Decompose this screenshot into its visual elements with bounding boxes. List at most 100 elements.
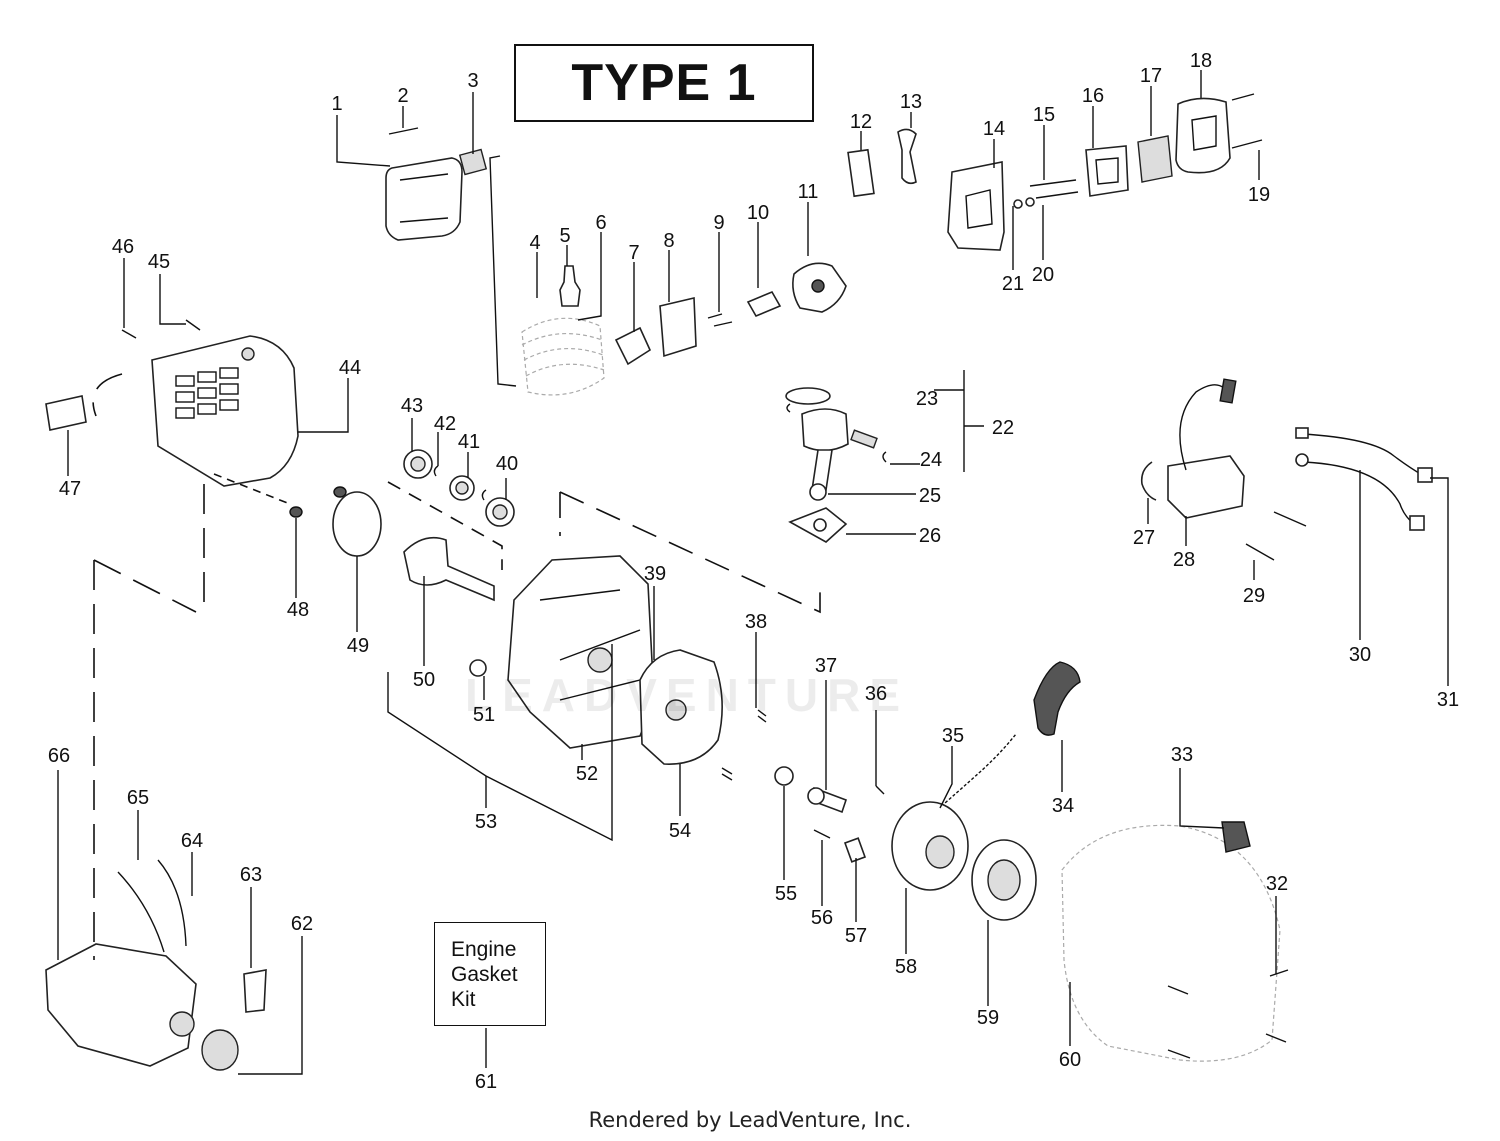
kit-label-line-1: Engine bbox=[451, 938, 517, 961]
callout-57: 57 bbox=[845, 925, 867, 947]
callout-26: 26 bbox=[919, 525, 941, 547]
callout-15: 15 bbox=[1033, 104, 1055, 126]
part-63-fuel-filter bbox=[243, 969, 267, 1013]
part-2-pin bbox=[388, 127, 419, 135]
callout-34: 34 bbox=[1052, 795, 1074, 817]
callout-46: 46 bbox=[112, 236, 134, 258]
callout-63: 63 bbox=[240, 864, 262, 886]
callout-48: 48 bbox=[287, 599, 309, 621]
part-7-gasket bbox=[614, 326, 652, 366]
assembly-dash-lines bbox=[92, 373, 821, 960]
part-24-pin bbox=[850, 429, 878, 449]
part-35-rope bbox=[929, 733, 1017, 817]
part-38-spring bbox=[721, 709, 767, 781]
kit-label-line-3: Kit bbox=[451, 988, 476, 1011]
callout-23: 23 bbox=[916, 388, 938, 410]
part-20-washer bbox=[1025, 197, 1035, 207]
part-48-grommet bbox=[289, 506, 303, 518]
callout-25: 25 bbox=[919, 485, 941, 507]
callout-38: 38 bbox=[745, 611, 767, 633]
callout-42: 42 bbox=[434, 413, 456, 435]
callout-31: 31 bbox=[1437, 689, 1459, 711]
callout-29: 29 bbox=[1243, 585, 1265, 607]
callout-45: 45 bbox=[148, 251, 170, 273]
part-34-handle bbox=[1033, 661, 1081, 736]
part-1-muffler-cover bbox=[385, 157, 463, 241]
part-47-clip bbox=[45, 395, 87, 431]
part-50-crankshaft bbox=[403, 536, 495, 602]
part-64-fuel-line bbox=[157, 859, 187, 947]
part-45-screw bbox=[185, 319, 201, 331]
callout-16: 16 bbox=[1082, 85, 1104, 107]
callout-37: 37 bbox=[815, 655, 837, 677]
part-28-ignition-module bbox=[1167, 455, 1245, 519]
kit-label-line-2: Gasket bbox=[451, 963, 518, 986]
callout-54: 54 bbox=[669, 820, 691, 842]
callout-36: 36 bbox=[865, 683, 887, 705]
callout-18: 18 bbox=[1190, 50, 1212, 72]
callout-19: 19 bbox=[1248, 184, 1270, 206]
callout-55: 55 bbox=[775, 883, 797, 905]
part-33-pawl bbox=[1221, 821, 1251, 853]
part-51-nut bbox=[469, 659, 487, 677]
callout-65: 65 bbox=[127, 787, 149, 809]
engine-gasket-kit-box: Engine Gasket Kit bbox=[434, 922, 546, 1026]
part-17-filter bbox=[1137, 135, 1173, 183]
callout-39: 39 bbox=[644, 563, 666, 585]
part-36-screw bbox=[875, 785, 885, 795]
part-30-wire bbox=[1303, 461, 1415, 525]
callout-28: 28 bbox=[1173, 549, 1195, 571]
part-29-screws bbox=[1245, 511, 1307, 561]
callout-14: 14 bbox=[983, 118, 1005, 140]
part-65-fuel-line bbox=[117, 871, 165, 953]
part-16-gasket bbox=[1085, 145, 1129, 197]
callout-49: 49 bbox=[347, 635, 369, 657]
part-23-ring bbox=[785, 387, 831, 405]
callout-35: 35 bbox=[942, 725, 964, 747]
part-19-screws bbox=[1231, 93, 1263, 149]
callout-8: 8 bbox=[663, 230, 674, 252]
watermark: LEADVENTURE bbox=[465, 669, 910, 721]
callout-1: 1 bbox=[331, 93, 342, 115]
callout-61: 61 bbox=[475, 1071, 497, 1093]
callout-9: 9 bbox=[713, 212, 724, 234]
callout-2: 2 bbox=[397, 85, 408, 107]
callout-12: 12 bbox=[850, 111, 872, 133]
part-31-wire bbox=[1301, 433, 1425, 477]
part-21-washer bbox=[1013, 199, 1023, 209]
callout-5: 5 bbox=[559, 225, 570, 247]
part-56-screw bbox=[813, 829, 831, 839]
callout-27: 27 bbox=[1133, 527, 1155, 549]
callout-20: 20 bbox=[1032, 264, 1054, 286]
part-13-choke-lever bbox=[897, 128, 917, 185]
callout-22: 22 bbox=[992, 417, 1014, 439]
callout-66: 66 bbox=[48, 745, 70, 767]
callout-17: 17 bbox=[1140, 65, 1162, 87]
callout-6: 6 bbox=[595, 212, 606, 234]
part-55-washer bbox=[774, 766, 794, 786]
callout-numbers: 1 2 3 4 5 6 7 8 9 10 11 12 13 14 15 16 1… bbox=[48, 50, 1459, 1093]
part-5-spark-plug bbox=[559, 265, 581, 307]
callout-58: 58 bbox=[895, 956, 917, 978]
part-shapes bbox=[45, 93, 1433, 1071]
callout-44: 44 bbox=[339, 357, 361, 379]
callout-30: 30 bbox=[1349, 644, 1371, 666]
part-15-screws bbox=[1029, 179, 1079, 199]
part-44-shroud bbox=[151, 335, 299, 487]
part-9-screws bbox=[707, 313, 733, 327]
callout-40: 40 bbox=[496, 453, 518, 475]
callout-21: 21 bbox=[1002, 273, 1024, 295]
callout-4: 4 bbox=[529, 232, 540, 254]
callout-33: 33 bbox=[1171, 744, 1193, 766]
callout-60: 60 bbox=[1059, 1049, 1081, 1071]
callout-13: 13 bbox=[900, 91, 922, 113]
part-12-plate bbox=[847, 148, 875, 198]
part-66-fuel-tank bbox=[45, 943, 197, 1067]
callout-51: 51 bbox=[473, 704, 495, 726]
callout-3: 3 bbox=[467, 70, 478, 92]
leader-lines bbox=[57, 70, 1449, 1075]
callout-62: 62 bbox=[291, 913, 313, 935]
callout-11: 11 bbox=[798, 181, 819, 203]
part-57-plate bbox=[843, 837, 867, 863]
